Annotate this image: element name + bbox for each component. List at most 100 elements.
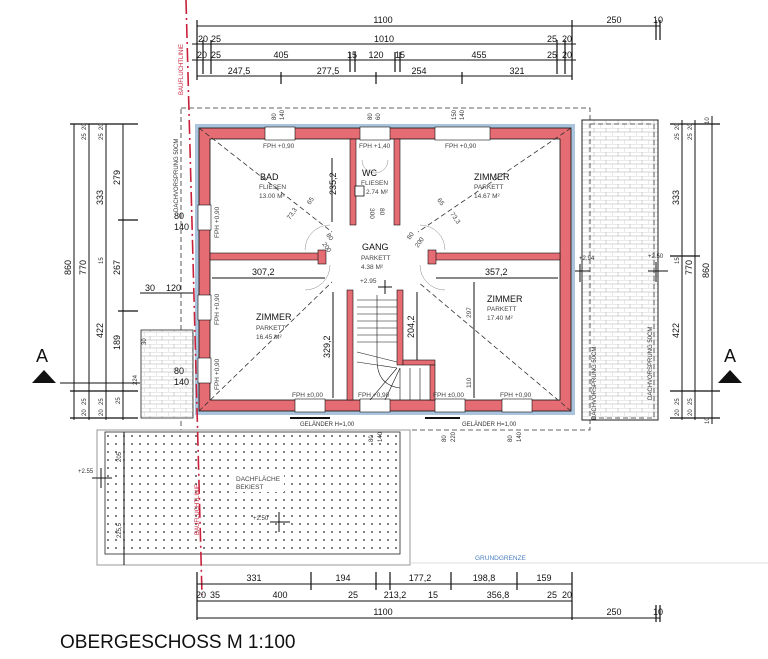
dim: 25 [547,34,557,44]
dim-terrace-width: 250 [606,15,621,25]
property-line: GRUNDGRENZE [410,555,768,564]
railings: GELÄNDER H=1,00 GELÄNDER H=1,00 [290,417,517,428]
drawing-title: OBERGESCHOSS M 1:100 [60,632,295,653]
dim: 860 [701,263,711,278]
dim: 770 [684,260,694,275]
door-swings [304,159,446,291]
dim: 20 [197,50,207,60]
dim: 20 [562,34,572,44]
window [359,398,391,413]
staircase [356,295,421,401]
dim: 120 [368,50,383,60]
window-label: FPH ±0,00 [433,392,464,399]
level-label: +2.94 [579,256,595,262]
dim: 150 [452,109,458,120]
window [197,204,212,231]
dim: 20 [99,123,105,130]
dim: 205 [117,451,123,462]
dim: 400 [272,590,287,600]
dim: 80 [442,435,448,442]
level-label: +2.95 [360,278,377,285]
dim: 356,8 [487,590,510,600]
dim: 20 [562,590,572,600]
dim: 300 [368,208,375,219]
terrace: DACHVORSPRUNG 50CM DACHVORSPRUNG 50CM +2… [570,119,668,421]
overhang-label-right-1: DACHVORSPRUNG 50CM [592,347,598,420]
window-label: FPH +1,40 [359,143,391,150]
dim: 224 [133,374,139,385]
dim: 279 [112,170,122,185]
balcony-left [140,329,194,419]
room-area: 16.45 M² [256,334,282,341]
room-gang: GANG PARKETT 4.38 M² +2.95 [360,242,392,294]
dim: 20 [562,50,572,60]
dim: 20 [196,590,206,600]
dim: 25 [82,133,88,140]
dim: 177,2 [409,573,432,583]
dim: 25 [688,398,694,405]
dim: 80 [174,211,184,221]
room-area: 13.00 M² [259,193,285,200]
dim: 267 [112,260,122,275]
dim: 198,8 [473,573,496,583]
dim: 25 [675,398,681,405]
overhang-label: DACHVORSPRUNG 50CM [174,139,180,212]
dim: 20 [99,409,105,416]
dim: 250 [606,607,621,617]
dim: 80 [508,435,514,442]
building [195,124,575,415]
dim: 25 [675,133,681,140]
dim: 357,2 [485,267,508,277]
dim: 140 [460,109,466,120]
dim: 204,2 [406,315,416,338]
dim: 189 [112,335,122,350]
dim: 65 [306,196,316,206]
dim: 247,5 [228,66,251,76]
room-floor: PARKETT [256,325,286,332]
dim: 80 [406,231,416,241]
dim: 277,5 [317,66,340,76]
dim: 140 [174,377,189,387]
dim: 20 [82,123,88,130]
section-label: A [36,346,48,366]
gravel-label: BEKIEST [236,484,263,491]
dim: 10 [653,607,663,617]
room-area: 4.38 M² [361,264,384,271]
dim: 307,2 [252,267,275,277]
right-dimensions: 25 20 333 15 422 25 20 25 20 770 25 20 1… [670,116,720,424]
dim: 80 [369,435,375,442]
dim: 20 [675,123,681,130]
dim: 20 [82,409,88,416]
dim: 1100 [373,607,392,617]
dim: 140 [280,109,286,120]
dim: 220 [451,431,457,442]
dim: 297 [466,307,473,318]
room-floor: PARKETT [474,184,504,191]
dim: 235,2 [328,172,338,195]
window [359,126,391,141]
dim: 225,5 [117,522,123,538]
window-label: FPH +0,90 [500,392,532,399]
room-area: 2.74 M² [366,189,389,196]
window-label: FPH +0,90 [214,358,221,390]
room-name: ZIMMER [256,312,292,322]
dim: 25 [211,50,221,60]
room-name: WC [362,168,377,178]
dim: 120 [166,283,181,293]
window [197,357,212,384]
dim: 405 [273,50,288,60]
dim: 331 [246,573,261,583]
dim: 60 [376,113,382,120]
dim: 35 [210,590,220,600]
top-dimensions: 1100 250 10 20 25 1010 25 20 20 25 405 1… [192,15,663,120]
dim: 422 [671,323,681,338]
shaft [354,185,365,197]
dim: 10 [705,417,711,424]
dim: 110 [466,377,473,388]
dim: 15 [347,50,357,60]
level-marker-icon [92,468,112,488]
property-line-label: GRUNDGRENZE [475,555,527,562]
dim: 25 [547,590,557,600]
dim: 321 [509,66,524,76]
